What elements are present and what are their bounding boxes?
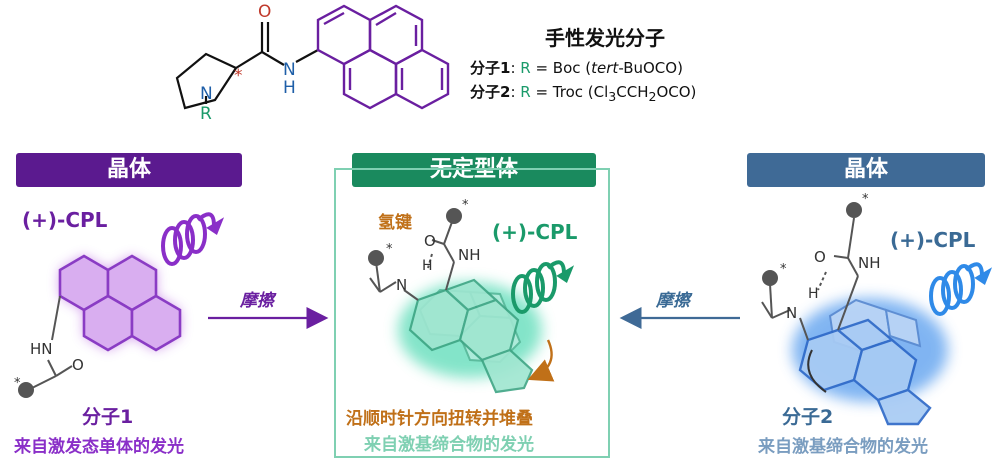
left-cpl-helix [161, 212, 225, 266]
right-molecule-label: 分子2 [782, 406, 834, 428]
left-panel-header: 晶体 [16, 153, 242, 187]
right-arrow-label: 摩擦 [656, 291, 690, 311]
center-stack-text: 沿顺时针方向扭转并堆叠 [346, 409, 533, 429]
right-emission-label: 来自激基缔合物的发光 [758, 437, 928, 457]
left-o-label: O [72, 356, 84, 374]
left-star-label: * [14, 376, 21, 391]
left-molecule-label: 分子1 [82, 406, 134, 428]
center-star-atom-2 [446, 208, 462, 224]
center-n-label: N [396, 276, 408, 294]
center-panel-frame [334, 168, 610, 458]
struct-O: O [258, 2, 272, 22]
center-linkers [369, 221, 455, 301]
right-panel-header: 晶体 [747, 153, 985, 187]
mol2-tail: OCO) [656, 83, 697, 101]
left-linker [31, 295, 73, 389]
mol2-name: 分子2 [470, 83, 511, 101]
right-linkers [761, 217, 859, 393]
left-star-atom [18, 382, 34, 398]
right-star-atom-2 [846, 202, 862, 218]
header-title: 手性发光分子 [545, 26, 665, 50]
center-h-label: H [422, 258, 433, 274]
struct-H-amide: H [283, 78, 296, 98]
mol1-r: R [520, 59, 531, 77]
right-nh-label: NH [858, 254, 881, 272]
right-star-atom-1 [762, 270, 778, 286]
left-hn-label: HN [30, 340, 53, 358]
center-pyrene-front [408, 278, 534, 394]
right-h-label: H [808, 286, 819, 302]
right-n-label: N [786, 304, 798, 322]
right-cpl-label: (+)-CPL [890, 228, 976, 252]
top-pyrene [316, 4, 450, 110]
center-hbond-label: 氢键 [378, 213, 412, 233]
molecule-2-definition: 分子2: R = Troc (Cl3CCH2OCO) [470, 81, 696, 104]
struct-chiral-star: * [234, 66, 243, 86]
mol2-sub2: 2 [648, 89, 657, 104]
left-arrow-label: 摩擦 [240, 291, 274, 311]
mol1-colon: : [510, 59, 521, 77]
right-o-label: O [814, 248, 826, 266]
left-emission-label: 来自激发态单体的发光 [14, 437, 184, 457]
center-cpl-helix [511, 260, 575, 314]
struct-N-ring: N [200, 84, 213, 104]
center-twist-arrow [527, 339, 555, 382]
mol2-sub3: 3 [608, 89, 617, 104]
mol1-name: 分子1 [470, 59, 511, 77]
struct-N-amide: N [283, 60, 296, 80]
left-cpl-label: (+)-CPL [22, 208, 108, 232]
center-nh-label: NH [458, 246, 481, 264]
right-cpl-helix [929, 262, 993, 316]
mol1-tert: tert [591, 59, 619, 77]
struct-R: R [200, 104, 212, 124]
center-star-atom-1 [368, 250, 384, 266]
center-cpl-label: (+)-CPL [492, 220, 578, 244]
mol1-eq: = Boc ( [530, 59, 592, 77]
right-star1-label: * [780, 262, 787, 277]
amide-linker [204, 22, 319, 104]
center-o-label: O [424, 232, 436, 250]
right-star2-label: * [862, 192, 869, 207]
center-star2-label: * [462, 198, 469, 213]
mol2-colon: : [510, 83, 521, 101]
mol2-r: R [520, 83, 531, 101]
center-emission-label: 来自激基缔合物的发光 [364, 435, 534, 455]
molecule-1-definition: 分子1: R = Boc (tert-BuOCO) [470, 57, 683, 78]
pyrrolidine-ring [175, 52, 237, 110]
mol2-mid: CCH [616, 83, 649, 101]
mol1-tail: -BuOCO) [618, 59, 683, 77]
left-pyrene [58, 254, 182, 352]
center-star1-label: * [386, 242, 393, 257]
mol2-eq: = Troc (Cl [530, 83, 609, 101]
